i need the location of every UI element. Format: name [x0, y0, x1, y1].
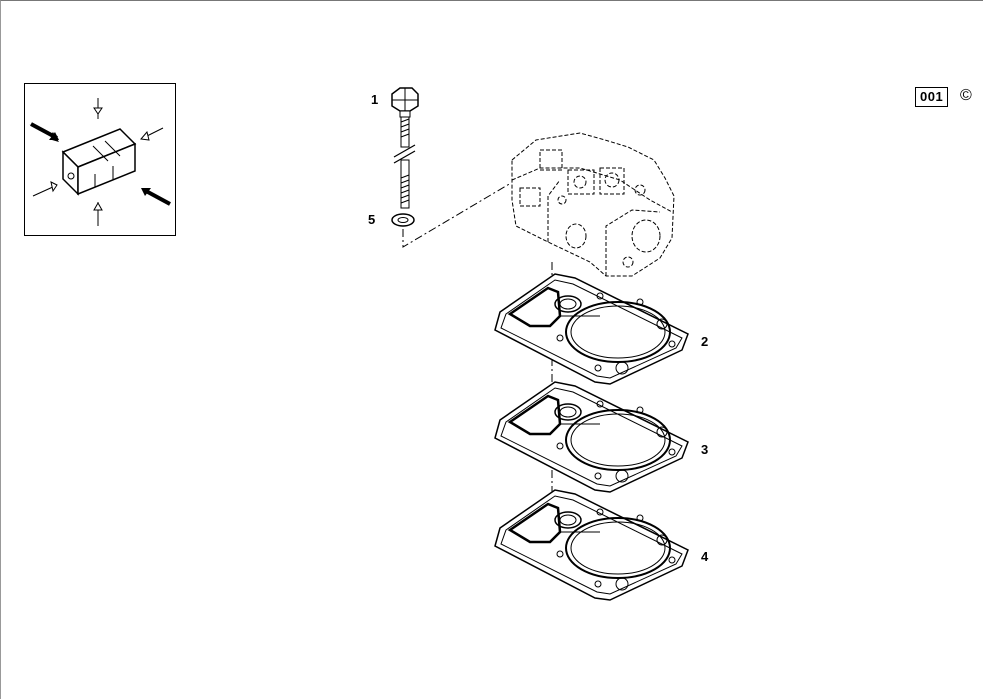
figure-code-badge: 001	[915, 87, 949, 107]
callout-gasket-a: 2	[701, 334, 709, 349]
engine-orientation-icon	[29, 98, 171, 226]
cylinder-head-bolt	[391, 87, 419, 209]
callout-gasket-c: 4	[701, 549, 709, 564]
bolt-washer	[391, 213, 415, 227]
cylinder-head	[511, 132, 675, 277]
engine-orientation-thumbnail	[24, 83, 176, 236]
head-gasket-2	[493, 380, 690, 494]
head-gasket-3	[493, 488, 690, 602]
callout-gasket-b: 3	[701, 442, 709, 457]
head-gasket-1	[493, 272, 690, 386]
callout-bolt: 1	[371, 92, 379, 107]
callout-washer: 5	[368, 212, 376, 227]
copyright-symbol: ©	[960, 87, 972, 104]
